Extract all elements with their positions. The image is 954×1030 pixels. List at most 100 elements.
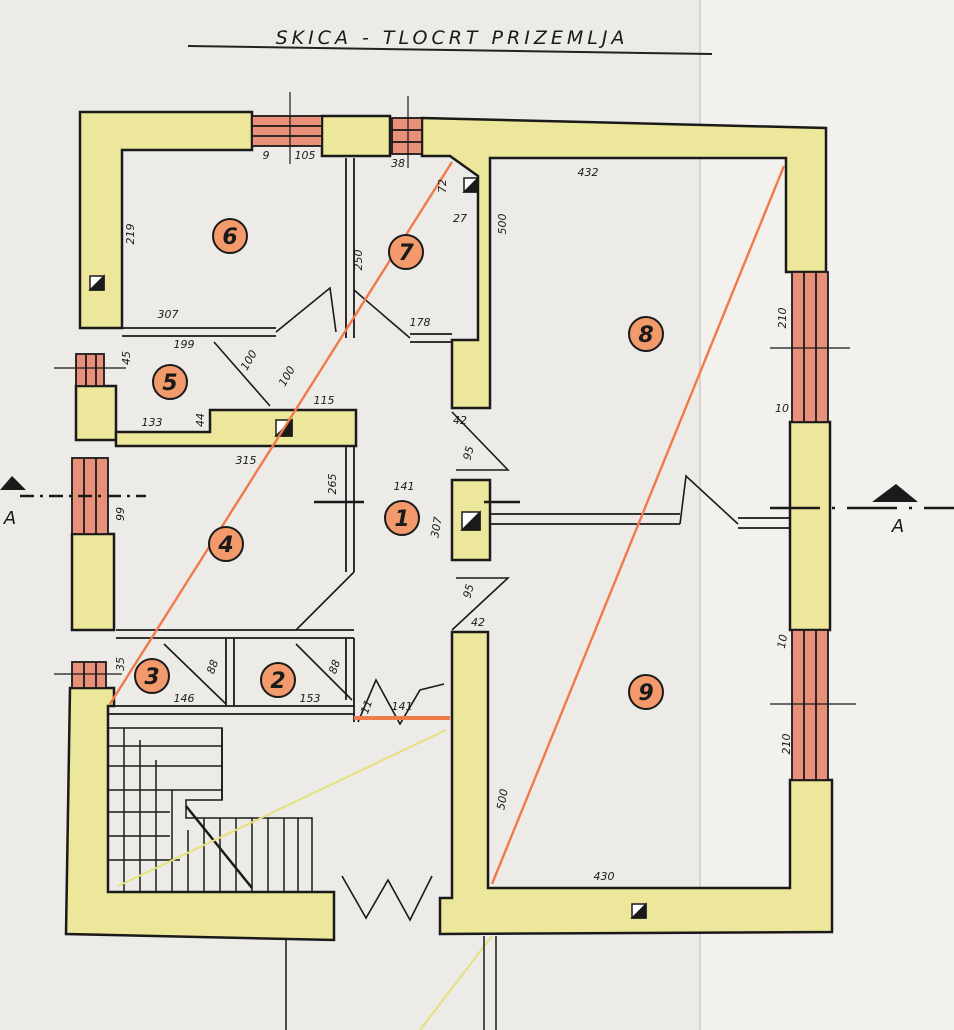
partitions bbox=[107, 158, 790, 800]
wall-right-mid bbox=[788, 420, 832, 632]
wall-bottom-left bbox=[64, 686, 336, 942]
partition-8-9-right bbox=[738, 517, 790, 529]
room-circle bbox=[384, 500, 420, 536]
stair-arrow bbox=[185, 805, 253, 889]
room-circle bbox=[212, 218, 248, 254]
room-markers: 1 2 3 4 5 6 7 8 9 bbox=[134, 218, 664, 710]
room-number: 9 bbox=[638, 681, 653, 706]
door-room5 bbox=[213, 286, 337, 407]
dimension-label: 27 bbox=[453, 212, 467, 225]
dimension-label: 100 bbox=[276, 364, 298, 389]
partition-8-9 bbox=[490, 513, 680, 525]
dimension-label: 38 bbox=[391, 157, 405, 170]
window-room7 bbox=[391, 117, 423, 155]
dimension-label: 199 bbox=[174, 338, 195, 351]
wall-top-left bbox=[78, 110, 254, 330]
pencil-stroke bbox=[419, 935, 493, 1030]
dimension-label: 500 bbox=[494, 788, 510, 811]
partition-7-hall bbox=[410, 333, 452, 343]
room-circle bbox=[388, 234, 424, 270]
dimension-label: 95 bbox=[461, 583, 477, 600]
room-number: 3 bbox=[144, 665, 159, 690]
room-marker-9: 9 bbox=[628, 674, 664, 710]
dimension-label: 430 bbox=[594, 870, 615, 883]
window-room5 bbox=[75, 353, 105, 387]
room-diagonals bbox=[108, 161, 786, 885]
windows bbox=[71, 115, 829, 781]
section-label-right: A bbox=[891, 516, 904, 537]
door-room7 bbox=[353, 289, 411, 339]
dimension-label: 250 bbox=[352, 250, 365, 271]
room-number: 5 bbox=[162, 371, 177, 396]
dimension-label: 153 bbox=[300, 692, 321, 705]
dimension-label: 88 bbox=[326, 658, 343, 676]
partition-6-7 bbox=[345, 158, 355, 338]
dimension-label: 133 bbox=[142, 416, 163, 429]
room-number: 4 bbox=[217, 533, 233, 558]
dimension-label: 11 bbox=[358, 698, 375, 716]
vent-square bbox=[630, 902, 647, 919]
room-number: 2 bbox=[270, 669, 285, 694]
exterior-lines bbox=[285, 936, 497, 1030]
section-label-left: A bbox=[3, 508, 16, 529]
dimension-label: 105 bbox=[295, 149, 316, 162]
dimension-label: 42 bbox=[453, 414, 467, 427]
room-number: 8 bbox=[638, 323, 653, 348]
dimension-label: 10 bbox=[775, 633, 790, 649]
dimension-label: 141 bbox=[394, 480, 415, 493]
dimension-label: 99 bbox=[114, 507, 127, 521]
diagonal-right bbox=[490, 165, 786, 885]
vent-square bbox=[88, 274, 105, 291]
room-number: 6 bbox=[222, 225, 237, 250]
partition-6-5 bbox=[122, 327, 276, 337]
dimension-label: 141 bbox=[392, 700, 413, 713]
drawing-title: SKICA - TLOCRT PRIZEMLJA bbox=[276, 27, 629, 49]
dimension-label: 265 bbox=[326, 474, 339, 495]
pencil-strokes bbox=[117, 729, 493, 1030]
section-line bbox=[0, 476, 954, 510]
dimension-label: 44 bbox=[194, 413, 207, 427]
room-marker-6: 6 bbox=[212, 218, 248, 254]
door-room8-9 bbox=[679, 474, 739, 525]
window-room3 bbox=[71, 661, 107, 689]
room-circle bbox=[134, 658, 170, 694]
stair-upper-treads bbox=[150, 745, 222, 791]
room-marker-7: 7 bbox=[388, 234, 424, 270]
pencil-stroke bbox=[117, 729, 447, 887]
room-number: 1 bbox=[394, 507, 409, 532]
wall-pier-top bbox=[320, 114, 392, 158]
vent-square bbox=[460, 510, 481, 531]
dimension-label: 72 bbox=[436, 179, 449, 193]
room-number: 7 bbox=[398, 241, 414, 266]
room-marker-2: 2 bbox=[260, 662, 296, 698]
wall-bottom-right bbox=[438, 630, 834, 936]
dimension-label: 210 bbox=[780, 734, 793, 755]
door-room3 bbox=[163, 643, 227, 705]
partition-stairs bbox=[108, 705, 354, 715]
window-ticks bbox=[54, 92, 856, 705]
wall-interior-bath bbox=[114, 408, 358, 448]
vents bbox=[88, 176, 647, 919]
staircase bbox=[108, 727, 313, 892]
title-underline bbox=[187, 45, 713, 55]
partition-4-1 bbox=[345, 446, 355, 572]
door-room2 bbox=[295, 643, 353, 701]
walls bbox=[64, 110, 834, 942]
door-double-hall bbox=[357, 678, 445, 726]
dimension-label: 88 bbox=[204, 658, 221, 676]
dimension-label: 315 bbox=[236, 454, 257, 467]
room-marker-4: 4 bbox=[208, 526, 244, 562]
window-room6 bbox=[251, 115, 323, 147]
dimension-label: 219 bbox=[124, 224, 137, 245]
room-marker-5: 5 bbox=[152, 364, 188, 400]
door-hall-lower bbox=[451, 577, 511, 631]
room-circle bbox=[628, 316, 664, 352]
dimension-label: 35 bbox=[114, 657, 127, 671]
wall-left-lower bbox=[70, 532, 116, 632]
stair-landing-treads bbox=[108, 745, 180, 861]
stair-treads bbox=[123, 728, 299, 892]
dimension-label: 146 bbox=[174, 692, 195, 705]
room-marker-3: 3 bbox=[134, 658, 170, 694]
